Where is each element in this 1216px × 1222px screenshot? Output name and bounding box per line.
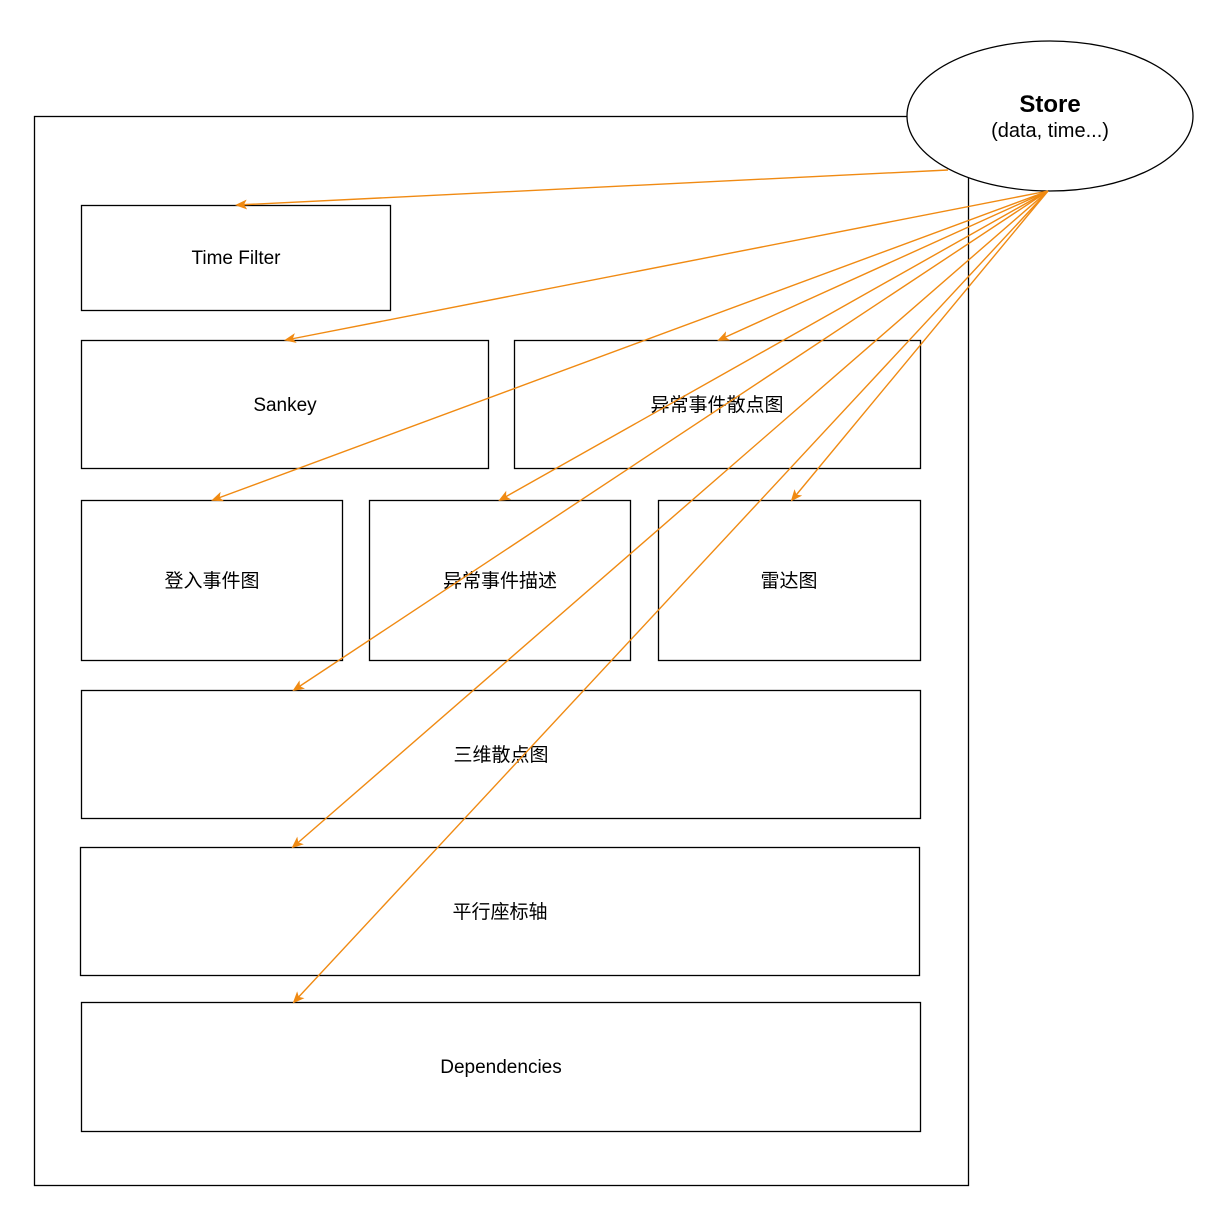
- component-parallel-coordinates: 平行座标轴: [79, 846, 921, 977]
- arrow-to-radar: [790, 190, 1049, 502]
- component-time-filter: Time Filter: [80, 204, 392, 312]
- component-label: 异常事件散点图: [650, 394, 783, 416]
- arrow-to-parallel-coordinates: [291, 190, 1049, 849]
- arrow-to-login-events: [211, 190, 1049, 502]
- component-sankey: Sankey: [80, 339, 490, 470]
- store-node: Store (data, time...): [906, 40, 1194, 192]
- arrow-to-dependencies: [292, 190, 1049, 1004]
- component-label: 雷达图: [760, 570, 817, 592]
- arrow-to-time-filter: [235, 169, 949, 210]
- component-radar: 雷达图: [657, 499, 922, 662]
- component-3d-scatter: 三维散点图: [80, 689, 922, 820]
- data-flow-arrows: [211, 169, 1049, 1004]
- component-label: 异常事件描述: [443, 570, 557, 592]
- component-label: Dependencies: [440, 1057, 561, 1078]
- component-label: 平行座标轴: [452, 901, 547, 923]
- component-anomaly-scatter: 异常事件散点图: [513, 339, 922, 470]
- store-subtitle: (data, time...): [991, 120, 1109, 142]
- component-label: Sankey: [253, 395, 317, 416]
- component-label: 登入事件图: [164, 570, 259, 592]
- component-label: 三维散点图: [453, 744, 548, 766]
- arrow-to-anomaly-scatter: [717, 190, 1049, 341]
- arrow-to-anomaly-description: [498, 190, 1049, 501]
- component-anomaly-description: 异常事件描述: [368, 499, 632, 662]
- component-dependencies: Dependencies: [80, 1001, 922, 1133]
- store-title: Store: [1019, 91, 1080, 118]
- arrow-to-sankey: [284, 190, 1049, 343]
- component-login-events: 登入事件图: [80, 499, 344, 662]
- arrow-to-3d-scatter: [292, 190, 1049, 692]
- component-label: Time Filter: [191, 248, 281, 269]
